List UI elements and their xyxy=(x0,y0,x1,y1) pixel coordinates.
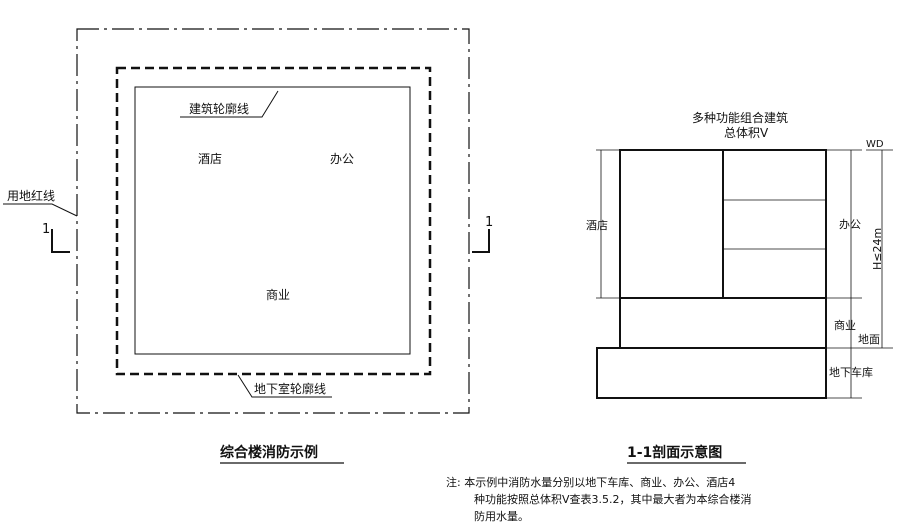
basement-outline xyxy=(115,66,432,376)
plan-label-commercial: 商业 xyxy=(266,287,290,302)
building-outline-label: 建筑轮廓线 xyxy=(189,101,249,116)
section-podium xyxy=(619,297,827,349)
section-label-garage: 地下车库 xyxy=(829,365,873,379)
building-outline xyxy=(134,86,411,355)
plan-label-hotel: 酒店 xyxy=(198,152,222,166)
section-mark-right xyxy=(472,229,490,253)
red-line-leader xyxy=(3,203,78,217)
building-outline-leader xyxy=(180,90,279,118)
section-label-ground: 地面 xyxy=(858,333,880,346)
section-label-hotel: 酒店 xyxy=(586,218,608,232)
plan-caption: 综合楼消防示例 xyxy=(220,444,318,461)
section-mark-right-label: 1 xyxy=(485,215,493,230)
section-label-wd: WD xyxy=(866,139,884,150)
note-line-2: 种功能按照总体积V查表3.5.2，其中最大者为本综合楼消 xyxy=(474,492,752,506)
section-garage xyxy=(596,347,827,399)
section-mark-left-label: 1 xyxy=(42,222,50,237)
section-label-commercial: 商业 xyxy=(834,318,856,332)
plan-label-office: 办公 xyxy=(330,151,354,166)
note-line-3: 防用水量。 xyxy=(474,509,529,523)
site-red-line xyxy=(76,28,470,414)
section-caption: 1-1剖面示意图 xyxy=(627,444,722,461)
basement-outline-leader xyxy=(237,374,332,398)
section-title-line1: 多种功能组合建筑 xyxy=(692,110,788,125)
section-label-height: H≤24m xyxy=(871,228,884,270)
section-title-line2: 总体积V xyxy=(724,126,769,140)
section-label-office: 办公 xyxy=(839,218,861,231)
section-mark-left xyxy=(51,229,70,253)
note-line-1: 注: 本示例中消防水量分别以地下车库、商业、办公、酒店4 xyxy=(446,475,735,489)
red-line-label: 用地红线 xyxy=(7,188,55,203)
basement-outline-label: 地下室轮廓线 xyxy=(254,381,326,396)
